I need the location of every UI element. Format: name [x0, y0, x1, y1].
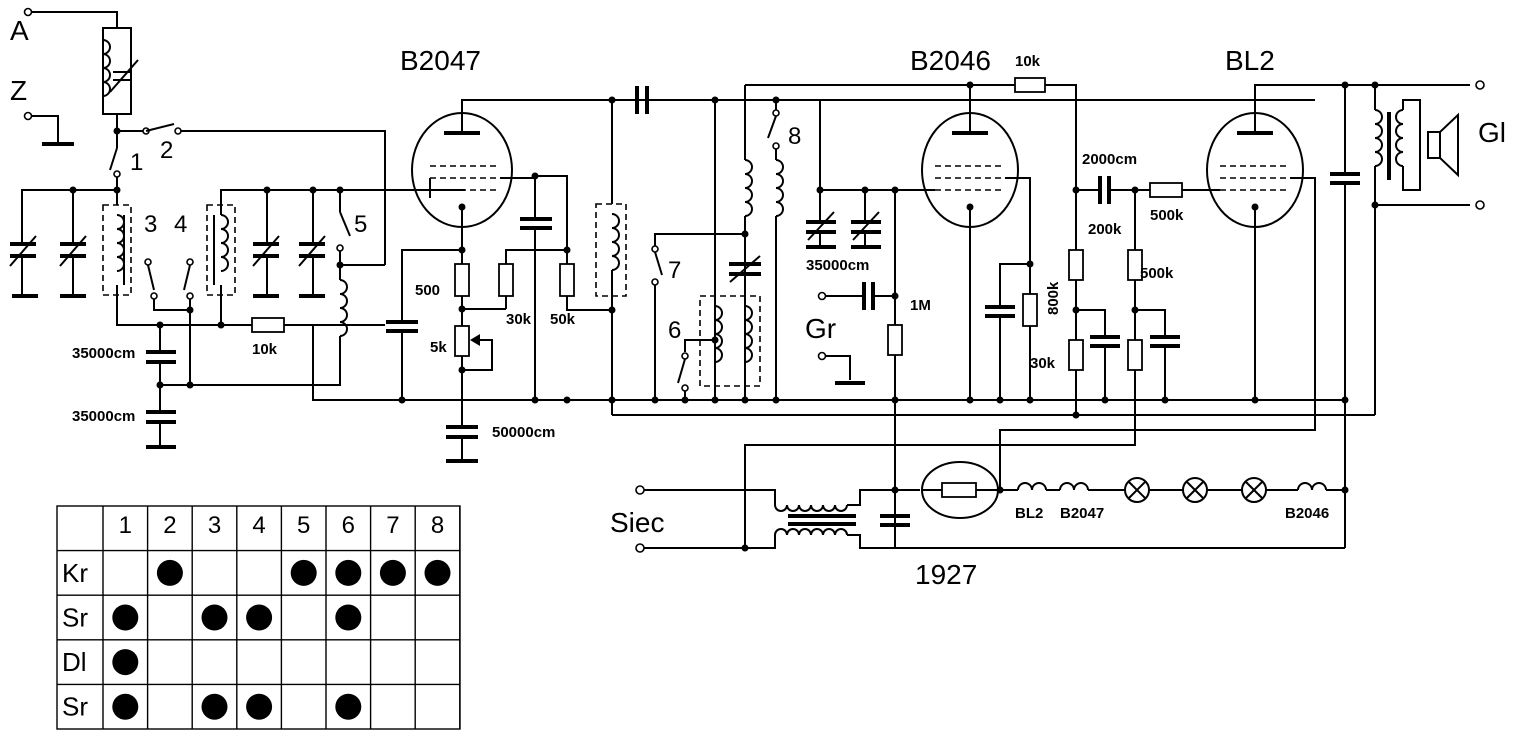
switch-7-label: 7 [668, 257, 681, 284]
label-c2: 35000cm [72, 408, 135, 425]
rectifier-label: 1927 [915, 559, 977, 590]
mains-label: Siec [610, 507, 664, 538]
label-r-500k-a: 500k [1150, 207, 1184, 224]
switch-8-label: 8 [788, 123, 801, 150]
label-c-35000-b: 35000cm [806, 257, 869, 274]
speaker-label: Gl [1478, 117, 1506, 148]
antenna-section [9, 7, 1345, 449]
table-mark-dot [201, 604, 228, 631]
switch-4-label: 4 [174, 211, 187, 238]
table-header-8: 8 [431, 512, 444, 539]
table-row-label: Kr [62, 558, 88, 588]
label-r-1m: 1M [910, 297, 931, 314]
label-c1: 35000cm [72, 345, 135, 362]
label-r-200k: 200k [1088, 221, 1122, 238]
table-mark-dot [335, 559, 362, 586]
tube-b2047-label: B2047 [400, 45, 481, 76]
label-heater-b2047: B2047 [1060, 505, 1104, 522]
table-mark-dot [424, 559, 451, 586]
table-mark-dot [246, 693, 273, 720]
table-header-1: 1 [119, 512, 132, 539]
antenna-label: A [10, 15, 29, 46]
label-r-50k: 50k [550, 311, 576, 328]
switch-5-label: 5 [354, 211, 367, 238]
table-mark-dot [112, 693, 139, 720]
table-header-3: 3 [208, 512, 221, 539]
gramophone-label: Gr [805, 313, 836, 344]
label-r1: 10k [252, 341, 278, 358]
tube-b2046 [744, 77, 1220, 548]
table-header-6: 6 [342, 512, 355, 539]
label-c-2000: 2000cm [1082, 151, 1137, 168]
tube-b2047 [386, 99, 1315, 463]
label-r-500: 500 [415, 282, 440, 299]
label-r-10k-b: 10k [1015, 53, 1041, 70]
table-row-label: Sr [62, 692, 88, 722]
table-mark-dot [335, 604, 362, 631]
table-mark-dot [379, 559, 406, 586]
table-row-label: Sr [62, 603, 88, 633]
label-c-50000: 50000cm [492, 424, 555, 441]
power-section [635, 461, 1349, 553]
table-mark-dot [112, 649, 139, 676]
table-mark-dot [112, 604, 139, 631]
tube-b2046-label: B2046 [910, 45, 991, 76]
table-header-5: 5 [297, 512, 310, 539]
table-mark-dot [335, 693, 362, 720]
table-mark-dot [290, 559, 317, 586]
table-header-4: 4 [252, 512, 265, 539]
table-header-7: 7 [386, 512, 399, 539]
label-r-500k-b: 500k [1140, 265, 1174, 282]
table-mark-dot [156, 559, 183, 586]
switch-1-label: 1 [130, 149, 143, 176]
label-r-30k-b: 30k [1030, 355, 1056, 372]
table-mark-dot [246, 604, 273, 631]
tube-bl2-label: BL2 [1225, 45, 1275, 76]
middle-coil-section [595, 84, 1375, 416]
switch-2-label: 2 [160, 137, 173, 164]
switch-3-label: 3 [144, 211, 157, 238]
table-mark-dot [201, 693, 228, 720]
label-r-30k-a: 30k [506, 311, 532, 328]
switch-6-label: 6 [668, 317, 681, 344]
label-heater-b2046: B2046 [1285, 505, 1329, 522]
tube-bl2 [999, 80, 1485, 548]
labels: A Z Gr Siec Gl B2047 B2046 BL2 1927 1 2 … [10, 15, 1506, 590]
table-header-2: 2 [163, 512, 176, 539]
label-r-800k: 800k [1045, 281, 1062, 315]
label-heater-bl2: BL2 [1015, 505, 1043, 522]
table-row-label: Dl [62, 647, 87, 677]
ground-z-label: Z [10, 75, 27, 106]
label-r-5k: 5k [430, 339, 447, 356]
